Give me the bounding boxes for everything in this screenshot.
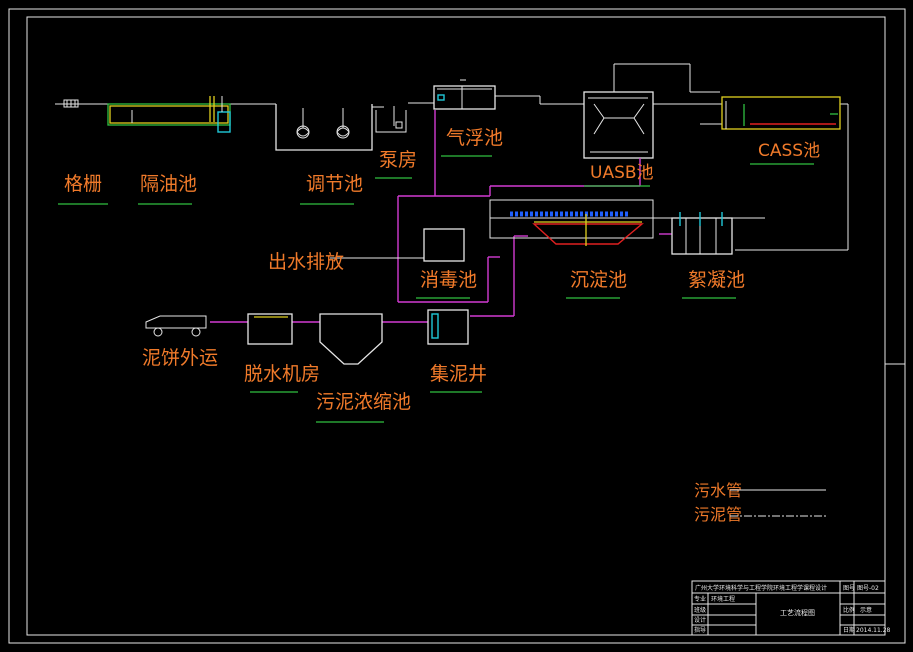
truck-icon (145, 315, 207, 337)
legend-sludge-label: 污泥管 (694, 505, 742, 524)
label-cass: CASS池 (758, 141, 820, 161)
pump-house-icon (375, 106, 407, 133)
flocculation-tank-icon (671, 212, 733, 255)
equalization-tank-icon (275, 104, 373, 151)
title-block-row-major: 专业 (694, 595, 706, 603)
oil-separator-tank-icon (107, 96, 231, 133)
title-block-scale: 示意 (860, 606, 872, 614)
label-pump-house: 泵房 (379, 149, 417, 171)
label-oil-separator: 隔油池 (140, 173, 197, 195)
title-block: 广州大学环境科学与工程学院环境工程学课程设计 专业 班级 设计 指导 环境工程 … (691, 580, 891, 636)
title-block-row-design: 设计 (694, 616, 706, 624)
label-uasb: UASB池 (590, 163, 654, 183)
legend-sewage-label: 污水管 (694, 481, 742, 500)
title-block-label-no: 图号 (843, 585, 855, 592)
sludge-well-icon (427, 309, 469, 345)
label-cake-transport: 泥饼外运 (142, 347, 218, 369)
title-block-label-date: 日期 (843, 626, 855, 634)
label-equalization: 调节池 (306, 173, 363, 195)
label-flocculation: 絮凝池 (688, 269, 745, 291)
dewatering-room-icon (247, 313, 293, 345)
legend: 污水管 污泥管 (694, 481, 826, 524)
label-dewatering: 脱水机房 (244, 363, 320, 385)
title-block-drawing-no: 图号-02 (857, 585, 879, 592)
sewage-line-top (55, 63, 849, 251)
thickener-tank-icon (319, 313, 383, 365)
sedimentation-tank-icon (489, 199, 765, 246)
grille-icon (63, 99, 79, 108)
title-block-row-class: 班级 (694, 606, 706, 614)
label-sedimentation: 沉淀池 (570, 269, 627, 291)
label-effluent: 出水排放 (268, 251, 344, 273)
title-block-row-advisor: 指导 (694, 626, 706, 634)
label-grille: 格栅 (64, 173, 102, 195)
title-block-label-scale: 比例 (843, 606, 855, 614)
uasb-reactor-icon (583, 91, 654, 159)
title-block-date: 2014.11.28 (856, 627, 891, 634)
title-block-major: 环境工程 (711, 595, 735, 603)
label-thickener: 污泥浓缩池 (316, 391, 411, 413)
title-block-school: 广州大学环境科学与工程学院环境工程学课程设计 (695, 584, 827, 592)
label-air-flotation: 气浮池 (446, 127, 503, 149)
label-disinfection: 消毒池 (420, 269, 477, 291)
cass-tank-icon (721, 96, 841, 130)
disinfection-tank-icon (330, 228, 465, 262)
inner-frame (26, 16, 886, 636)
title-block-title: 工艺流程图 (780, 608, 815, 617)
unit-labels: 格栅 隔油池 调节池 泵房 气浮池 UASB池 CASS池 出水排放 消毒池 沉… (58, 127, 820, 423)
label-sludge-well: 集泥井 (430, 363, 487, 385)
outer-frame (8, 8, 906, 644)
air-flotation-tank-icon (433, 79, 496, 110)
